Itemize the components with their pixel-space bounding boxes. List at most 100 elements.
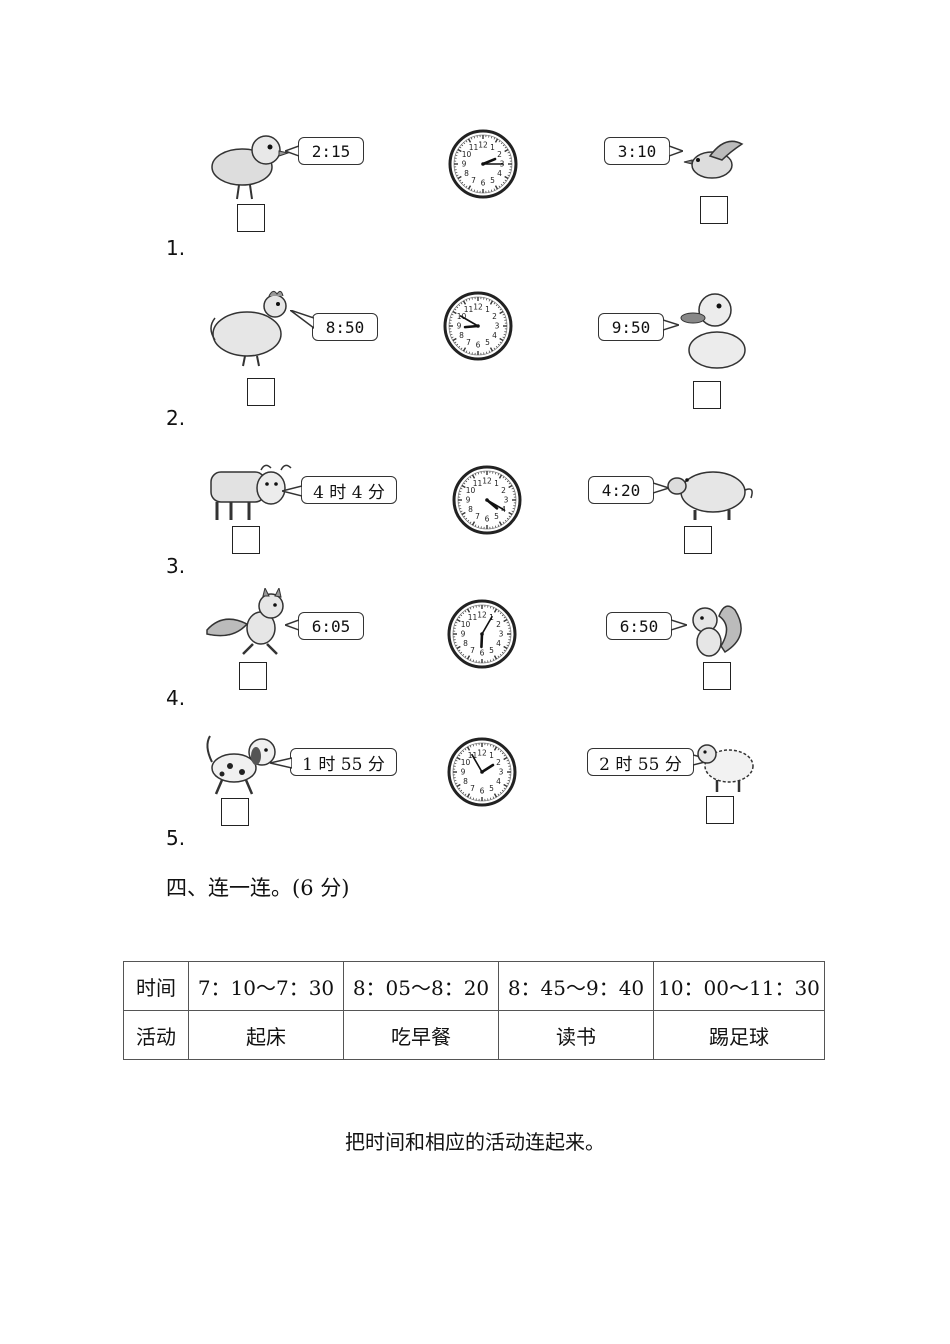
answer-box-left[interactable] bbox=[237, 204, 265, 232]
clock-tick bbox=[462, 791, 465, 794]
clock-tick bbox=[469, 745, 472, 748]
dog-icon bbox=[206, 735, 276, 795]
answer-box-left[interactable] bbox=[221, 798, 249, 826]
clock-tick bbox=[507, 151, 510, 154]
clock-tick bbox=[499, 750, 502, 753]
activity-row: 活动 起床 吃早餐 读书 踢足球 bbox=[123, 1010, 825, 1060]
clock-tick bbox=[472, 797, 474, 800]
clock-tick bbox=[492, 745, 495, 748]
clock-tick bbox=[491, 136, 493, 139]
clock-number: 10 bbox=[461, 620, 471, 629]
clock-number: 4 bbox=[496, 777, 501, 786]
answer-box-left[interactable] bbox=[232, 526, 260, 554]
clock-number: 3 bbox=[495, 322, 500, 331]
clock-tick bbox=[492, 658, 495, 661]
clock-number: 5 bbox=[494, 512, 499, 521]
clock-tick bbox=[459, 179, 462, 182]
clock-tick bbox=[500, 183, 503, 186]
problem-number: 2. bbox=[166, 406, 186, 430]
clock-tick bbox=[466, 655, 471, 660]
clock-tick bbox=[503, 618, 508, 623]
clock-tick bbox=[467, 519, 470, 522]
clock-tick bbox=[493, 188, 496, 191]
clock-tick bbox=[466, 608, 471, 613]
answer-box-left[interactable] bbox=[239, 662, 267, 690]
clock-tick bbox=[490, 659, 492, 662]
left-time-bubble: 4 时 4 分 bbox=[301, 476, 397, 504]
clock-tick bbox=[503, 754, 506, 757]
clock-number: 9 bbox=[457, 322, 462, 331]
clock-tick bbox=[474, 524, 477, 527]
clock-tick bbox=[460, 302, 463, 305]
time-row: 时间 7：10～7：30 8：05～8：20 8：45～9：40 10：00～1… bbox=[123, 961, 825, 1011]
clock-tick bbox=[463, 515, 466, 518]
clock-number: 11 bbox=[469, 143, 479, 152]
section-heading: 四、连一连。(6 分) bbox=[166, 876, 350, 900]
clock-tick bbox=[506, 621, 509, 624]
answer-box-right[interactable] bbox=[700, 196, 728, 224]
right-time-bubble: 3:10 bbox=[604, 137, 670, 165]
bubble-tail bbox=[282, 485, 302, 497]
hour-hand bbox=[463, 324, 480, 329]
clock-tick bbox=[508, 154, 511, 156]
clock-tick bbox=[456, 151, 459, 154]
clock-tick bbox=[462, 612, 465, 615]
clock-tick bbox=[458, 787, 461, 790]
clock-tick bbox=[504, 519, 507, 522]
clock-number: 8 bbox=[463, 777, 468, 786]
clock-tick bbox=[457, 175, 462, 180]
activity-cell: 吃早餐 bbox=[343, 1010, 499, 1060]
bubble-tail bbox=[290, 310, 314, 329]
clock-tick bbox=[456, 645, 461, 650]
clock-tick bbox=[503, 645, 508, 650]
left-time-bubble: 6:05 bbox=[298, 612, 364, 640]
clock-tick bbox=[463, 142, 466, 145]
clock-number: 4 bbox=[492, 331, 497, 340]
clock-number: 3 bbox=[499, 630, 504, 639]
answer-box-right[interactable] bbox=[706, 796, 734, 824]
clock-tick bbox=[501, 789, 504, 792]
clock-tick bbox=[458, 754, 461, 757]
clock-tick bbox=[461, 511, 466, 516]
clock-number: 6 bbox=[480, 787, 485, 796]
clock-tick bbox=[488, 350, 491, 353]
clock-tick bbox=[473, 136, 475, 139]
clock-tick bbox=[506, 480, 509, 483]
clock-tick bbox=[454, 780, 457, 782]
cow-icon bbox=[210, 464, 292, 520]
answer-box-right[interactable] bbox=[693, 381, 721, 409]
clock-number: 12 bbox=[473, 303, 483, 312]
hen-icon bbox=[210, 290, 287, 367]
clock-tick bbox=[460, 487, 463, 490]
clock-center bbox=[476, 324, 480, 328]
clock-tick bbox=[460, 752, 463, 755]
clock-tick bbox=[458, 345, 461, 348]
clock-tick bbox=[464, 610, 467, 613]
clock-tick bbox=[467, 478, 470, 481]
clock-number: 7 bbox=[475, 512, 480, 521]
clock-tick bbox=[469, 796, 472, 799]
clock-tick bbox=[504, 179, 507, 182]
answer-box-right[interactable] bbox=[684, 526, 712, 554]
clock-tick bbox=[462, 653, 465, 656]
bubble-tail bbox=[671, 619, 687, 631]
clock-tick bbox=[491, 189, 493, 192]
right-time-bubble: 6:50 bbox=[606, 612, 672, 640]
clock-tick bbox=[454, 624, 457, 626]
clock-tick bbox=[457, 148, 462, 153]
minute-hand bbox=[471, 753, 483, 773]
clock-tick bbox=[462, 300, 467, 305]
clock-number: 10 bbox=[462, 150, 472, 159]
clock-tick bbox=[454, 341, 457, 344]
answer-box-left[interactable] bbox=[247, 378, 275, 406]
clock-tick bbox=[490, 744, 492, 747]
clock-tick bbox=[508, 482, 511, 485]
clock-tick bbox=[497, 343, 500, 346]
bubble-tail bbox=[669, 145, 683, 157]
answer-box-right[interactable] bbox=[703, 662, 731, 690]
clock-tick bbox=[499, 612, 502, 615]
